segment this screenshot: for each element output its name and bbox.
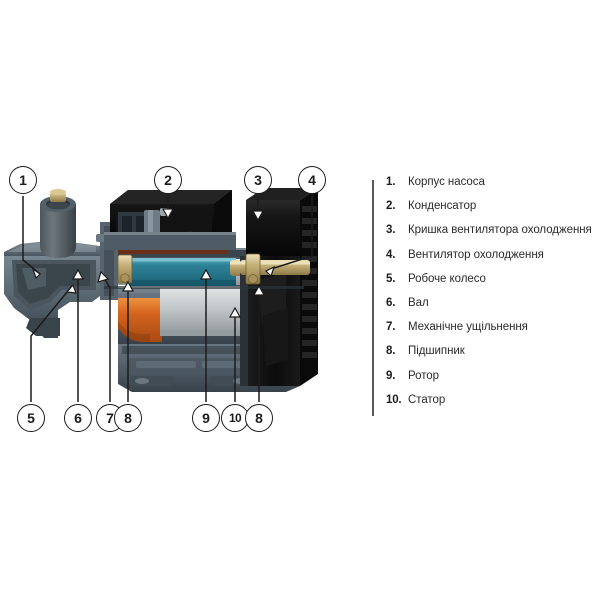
legend-item-5: 5. Робоче колесо (386, 273, 600, 297)
legend-divider (372, 180, 374, 416)
legend-item-2: 2. Конденсатор (386, 200, 600, 224)
legend-item-3: 3. Кришка вентилятора охолодження (386, 224, 600, 248)
callout-2[interactable]: 2 (154, 166, 182, 194)
legend-number: 1. (386, 176, 396, 188)
callout-8-right[interactable]: 8 (245, 404, 273, 432)
legend-number: 2. (386, 200, 396, 213)
callout-6[interactable]: 6 (64, 404, 92, 432)
legend-number: 4. (386, 248, 396, 261)
legend-number: 10. (386, 393, 402, 406)
legend-item-4: 4. Вентилятор охолодження (386, 249, 600, 273)
legend-label: Механічне ущільнення (408, 321, 528, 334)
legend-number: 8. (386, 345, 396, 358)
legend-label: Робоче колесо (408, 272, 486, 285)
callout-leader-lines (22, 196, 313, 402)
legend-list: 1. Корпус насоса 2. Конденсатор 3. Кришк… (386, 176, 600, 418)
legend-label: Підшипник (408, 345, 465, 358)
callout-9[interactable]: 9 (192, 404, 220, 432)
legend-label: Статор (408, 393, 446, 406)
pump-cutaway-diagram: 1 2 3 4 5 6 7 8 9 10 8 (0, 160, 345, 435)
legend-item-1: 1. Корпус насоса (386, 176, 600, 200)
legend-number: 5. (386, 272, 396, 285)
legend-number: 6. (386, 296, 396, 309)
legend-number: 7. (386, 321, 396, 334)
callout-1[interactable]: 1 (9, 166, 37, 194)
legend-item-6: 6. Вал (386, 297, 600, 321)
legend-label: Вал (408, 296, 429, 309)
legend-number: 9. (386, 369, 396, 382)
legend-item-8: 8. Підшипник (386, 345, 600, 369)
legend-item-10: 10. Статор (386, 394, 600, 418)
legend-label: Конденсатор (408, 200, 477, 213)
callout-4[interactable]: 4 (298, 166, 326, 194)
legend-label: Ротор (408, 369, 439, 382)
callout-5[interactable]: 5 (17, 404, 45, 432)
callout-8-left[interactable]: 8 (114, 404, 142, 432)
legend-item-9: 9. Ротор (386, 370, 600, 394)
pump-artwork (4, 188, 318, 392)
legend-number: 3. (386, 224, 396, 237)
legend-label: Корпус насоса (408, 176, 485, 188)
legend-label: Вентилятор охолодження (408, 248, 544, 261)
legend-label: Кришка вентилятора охолодження (408, 224, 592, 237)
parts-legend: 1. Корпус насоса 2. Конденсатор 3. Кришк… (372, 176, 600, 420)
callout-3[interactable]: 3 (244, 166, 272, 194)
legend-item-7: 7. Механічне ущільнення (386, 321, 600, 345)
